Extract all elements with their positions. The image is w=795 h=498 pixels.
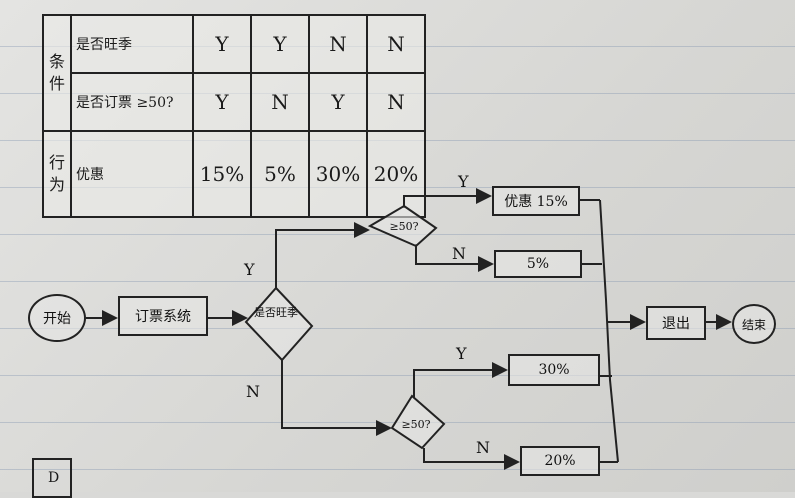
table-cell: 5% (250, 130, 310, 218)
decision-top-shape (367, 204, 438, 248)
action-label: 优惠 (70, 130, 194, 218)
condition-label: 是否旺季 (70, 14, 194, 74)
decision-season-shape (244, 286, 314, 362)
side-char: 为 (48, 175, 65, 194)
table-cell: 15% (192, 130, 252, 218)
outcome-15-box: 优惠 15% (492, 186, 580, 216)
side-char: 件 (48, 74, 65, 93)
table-cell: 30% (308, 130, 368, 218)
decision-bottom-label: ≥50? (401, 418, 431, 431)
no-label: N (476, 438, 490, 457)
side-char: 行 (48, 153, 65, 172)
decision-table: 条 件 是否旺季 Y Y N N 是否订票 ≥50? Y N Y N 行 为 优… (42, 14, 426, 218)
conditions-side-label: 条 件 (42, 14, 72, 132)
decision-season-label: 是否旺季 (254, 306, 298, 319)
table-cell: N (366, 14, 426, 74)
corner-mark: D (48, 470, 60, 486)
no-label: N (246, 382, 260, 401)
table-cell: Y (308, 72, 368, 132)
decision-top-label: ≥50? (389, 220, 419, 233)
table-cell: Y (192, 72, 252, 132)
outcome-5-box: 5% (494, 250, 582, 278)
corner-box: D (32, 458, 72, 498)
outcome-30-box: 30% (508, 354, 600, 386)
decision-bottom-shape (390, 394, 446, 450)
start-node: 开始 (28, 294, 86, 342)
exit-box: 退出 (646, 306, 706, 340)
no-label: N (452, 244, 466, 263)
table-cell: 20% (366, 130, 426, 218)
yes-label: Y (456, 344, 467, 363)
outcome-20-box: 20% (520, 446, 600, 476)
table-cell: Y (192, 14, 252, 74)
actions-side-label: 行 为 (42, 130, 72, 218)
end-node: 结束 (732, 304, 776, 344)
table-cell: N (366, 72, 426, 132)
table-cell: N (308, 14, 368, 74)
table-cell: N (250, 72, 310, 132)
table-cell: Y (250, 14, 310, 74)
yes-label: Y (244, 260, 255, 279)
condition-label: 是否订票 ≥50? (70, 72, 194, 132)
yes-label: Y (458, 172, 469, 191)
booking-system-box: 订票系统 (118, 296, 208, 336)
side-char: 条 (48, 52, 65, 71)
